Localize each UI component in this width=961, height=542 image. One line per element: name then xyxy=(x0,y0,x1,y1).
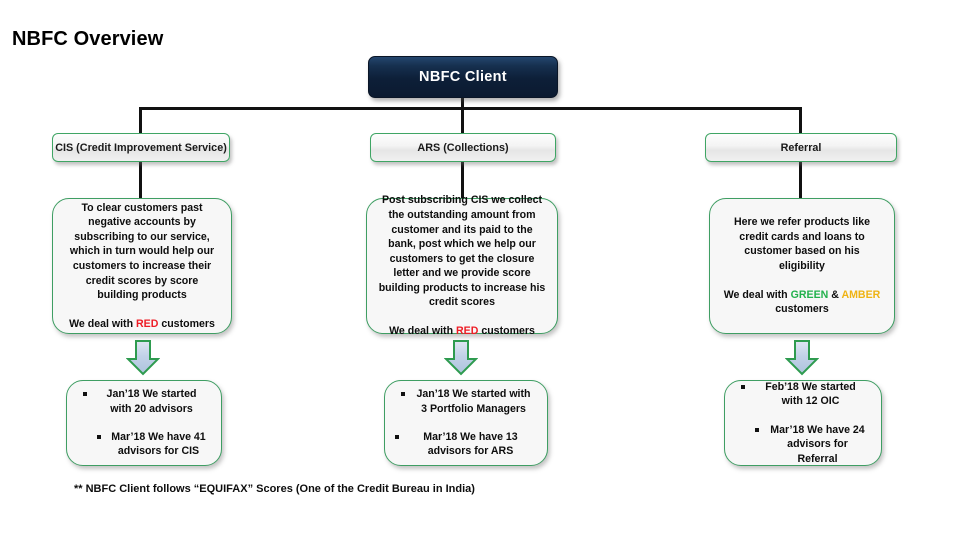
connector-horizontal-bus xyxy=(139,107,802,110)
page-title: NBFC Overview xyxy=(12,28,164,50)
list-item-label: Jan’18 We started with 20 advisors xyxy=(106,388,197,415)
stats-card-ars: Jan’18 We started with 3 Portfolio Manag… xyxy=(384,380,548,466)
square-bullet-icon xyxy=(741,384,745,389)
connector-ars-to-card xyxy=(461,160,464,200)
deal-line-prefix: We deal with xyxy=(389,325,456,338)
connector-referral-to-card xyxy=(799,160,802,200)
deal-segment-sep: & xyxy=(828,288,842,301)
stats-card-referral: Feb’18 We started with 12 OIC Mar’18 We … xyxy=(724,380,882,466)
branch-pill-referral[interactable]: Referral xyxy=(705,133,897,162)
footnote-text: ** NBFC Client follows “EQUIFAX” Scores … xyxy=(74,483,475,495)
description-text: Post subscribing CIS we collect the outs… xyxy=(378,194,546,309)
list-item: Mar’18 We have 13 advisors for ARS xyxy=(395,430,537,459)
branch-pill-cis[interactable]: CIS (Credit Improvement Service) xyxy=(52,133,230,162)
deal-line-prefix: We deal with xyxy=(723,288,791,301)
square-bullet-icon xyxy=(97,435,101,439)
deal-segment-red: RED xyxy=(136,317,159,330)
deal-segment-red: RED xyxy=(456,325,479,338)
deal-segment-amber: AMBER xyxy=(841,288,881,301)
list-item: Jan’18 We started with 3 Portfolio Manag… xyxy=(395,387,537,416)
square-bullet-icon xyxy=(83,392,87,397)
branch-pill-label: Referral xyxy=(780,141,822,154)
connector-drop-referral xyxy=(799,107,802,133)
deal-line: We deal with GREEN & AMBER customers xyxy=(721,288,883,317)
list-item: Feb’18 We started with 12 OIC xyxy=(735,380,871,409)
list-item: Jan’18 We started with 20 advisors xyxy=(77,387,211,416)
deal-line-prefix: We deal with xyxy=(69,317,136,330)
list-item: Mar’18 We have 24 advisors for Referral xyxy=(735,423,871,466)
deal-line-suffix: customers xyxy=(158,317,215,330)
square-bullet-icon xyxy=(755,427,759,432)
branch-pill-label: ARS (Collections) xyxy=(417,141,509,154)
deal-line: We deal with RED customers xyxy=(389,324,535,339)
root-node-nbfc-client[interactable]: NBFC Client xyxy=(368,56,558,98)
list-item-label: Mar’18 We have 13 advisors for ARS xyxy=(423,431,518,458)
description-card-cis: To clear customers past negative account… xyxy=(52,198,232,334)
connector-drop-ars xyxy=(461,107,464,133)
description-text: To clear customers past negative account… xyxy=(69,201,215,302)
list-item-label: Mar’18 We have 41 advisors for CIS xyxy=(111,431,206,458)
list-item-label: Feb’18 We started with 12 OIC xyxy=(765,380,856,408)
list-item-label: Jan’18 We started with 3 Portfolio Manag… xyxy=(416,388,531,415)
connector-drop-cis xyxy=(139,107,142,133)
deal-line-suffix: customers xyxy=(775,303,829,316)
down-arrow-icon-ars xyxy=(443,340,479,376)
branch-pill-ars[interactable]: ARS (Collections) xyxy=(370,133,556,162)
description-text: Here we refer products like credit cards… xyxy=(733,216,870,272)
branch-pill-label: CIS (Credit Improvement Service) xyxy=(55,141,227,154)
description-card-ars: Post subscribing CIS we collect the outs… xyxy=(366,194,558,337)
connector-root-down xyxy=(461,96,464,110)
description-card-referral: Here we refer products like credit cards… xyxy=(709,198,895,334)
root-node-label: NBFC Client xyxy=(419,69,507,85)
square-bullet-icon xyxy=(401,392,405,397)
deal-line: We deal with RED customers xyxy=(69,317,215,332)
square-bullet-icon xyxy=(395,435,399,439)
deal-line-suffix: customers xyxy=(478,325,535,338)
deal-segment-green: GREEN xyxy=(790,288,829,301)
list-item-label: Mar’18 We have 24 advisors for Referral xyxy=(770,423,865,465)
down-arrow-icon-referral xyxy=(784,340,820,376)
list-item: Mar’18 We have 41 advisors for CIS xyxy=(77,430,211,459)
down-arrow-icon-cis xyxy=(125,340,161,376)
stats-card-cis: Jan’18 We started with 20 advisors Mar’1… xyxy=(66,380,222,466)
connector-cis-to-card xyxy=(139,160,142,200)
